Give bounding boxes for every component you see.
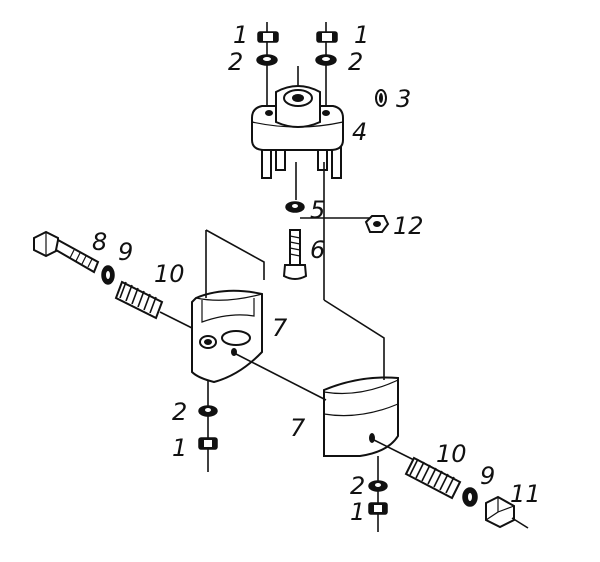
- label-clamp-left: 7: [272, 314, 288, 342]
- washer-bottom-left: [198, 405, 218, 417]
- label-pin: 3: [396, 85, 411, 113]
- hub-part: [251, 66, 344, 179]
- cap-nut: [485, 495, 515, 529]
- label-screw: 6: [310, 236, 325, 264]
- washer-top-right: [315, 54, 337, 66]
- washer-left: [101, 265, 115, 285]
- label-hub: 4: [352, 118, 367, 146]
- washer-center: [285, 201, 305, 213]
- stud-stack-bottom-right: [368, 456, 388, 532]
- clamp-right: [323, 376, 399, 457]
- stud-stack-top-left: [256, 22, 279, 120]
- stud-stack-top-right: [315, 22, 338, 120]
- washer-top-left: [256, 54, 278, 66]
- nut-bottom-right: [368, 502, 388, 515]
- small-nut: [364, 215, 390, 233]
- label-washer-right: 9: [480, 462, 495, 490]
- nut-bottom-left: [198, 437, 218, 450]
- label-small-nut: 12: [393, 212, 424, 240]
- stud-stack-bottom-left: [198, 380, 218, 472]
- label-nut-top-right: 1: [354, 21, 369, 49]
- pin-part: [375, 89, 387, 107]
- label-spring-left: 10: [154, 260, 185, 288]
- label-nut-top-left: 1: [233, 21, 248, 49]
- spring-left: [114, 280, 164, 320]
- label-clamp-right: 7: [290, 414, 306, 442]
- label-washer-top-left: 2: [228, 48, 243, 76]
- washer-bottom-right: [368, 480, 388, 492]
- label-bolt: 8: [92, 228, 107, 256]
- bolt-part: [33, 230, 100, 274]
- nut-top-left: [257, 31, 279, 43]
- washer-right: [462, 487, 478, 507]
- clamp-left: [191, 289, 263, 384]
- label-nut-bottom-right: 1: [350, 498, 365, 526]
- label-nut-bottom-left: 1: [172, 434, 187, 462]
- label-washer-center: 5: [310, 196, 325, 224]
- label-washer-top-right: 2: [348, 48, 363, 76]
- label-cap-nut: 11: [510, 480, 541, 508]
- label-spring-right: 10: [436, 440, 467, 468]
- label-washer-bottom-right: 2: [350, 472, 365, 500]
- label-washer-bottom-left: 2: [172, 398, 187, 426]
- screw-part: [282, 229, 308, 280]
- label-washer-left: 9: [118, 238, 133, 266]
- nut-top-right: [316, 31, 338, 43]
- spring-right: [404, 456, 462, 500]
